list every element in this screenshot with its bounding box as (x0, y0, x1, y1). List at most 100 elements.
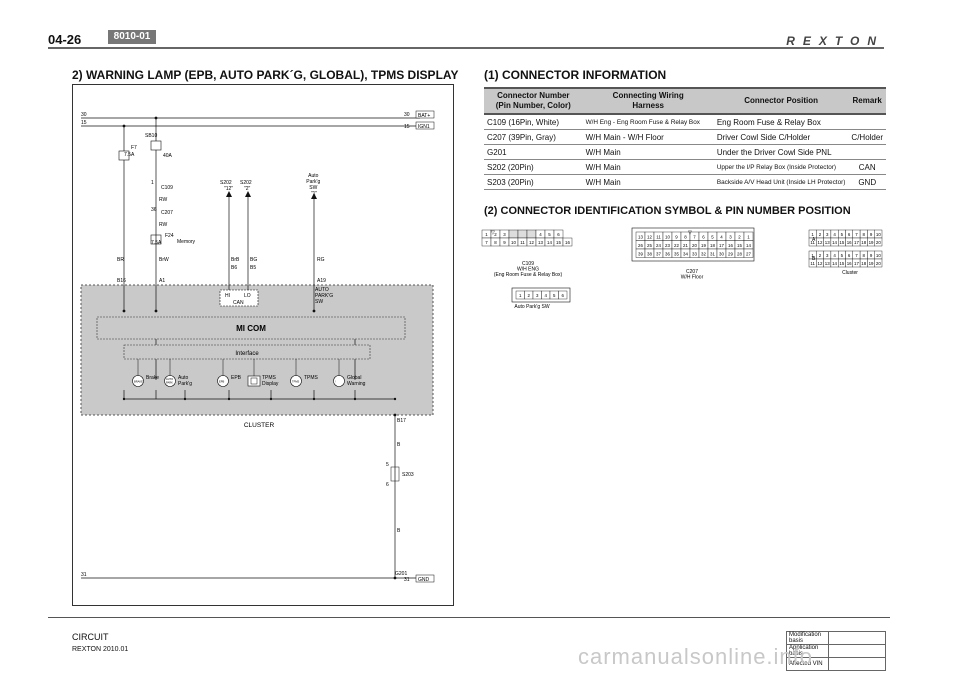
c207-pin-number: 25 (647, 243, 652, 248)
c109-pin (526, 229, 537, 239)
c207-pin-number: 34 (683, 252, 688, 257)
pin-b17: B17 (397, 418, 406, 424)
c109-pin-number: 10 (511, 240, 516, 245)
can-label: CAN (233, 300, 244, 306)
c207-pin-number: 38 (647, 252, 652, 257)
c207-pin-number: 8 (684, 235, 687, 240)
c109-pin-number: 12 (529, 240, 534, 245)
table-cell (848, 114, 886, 130)
connector-id-title: (2) CONNECTOR IDENTIFICATION SYMBOL & PI… (484, 205, 851, 217)
cluster-a-pin-number: 4 (833, 232, 836, 237)
affected-vin-value (828, 657, 886, 671)
fuse-f24-rating: 7.5A (151, 240, 162, 246)
cluster-b-pin-number: 12 (818, 261, 823, 266)
interface-block (123, 344, 371, 360)
table-cell: W/H Main (582, 174, 714, 190)
table-row: S202 (20Pin) W/H Main Upper the I/P Rela… (484, 159, 886, 175)
cluster-row-a-label: A (812, 237, 816, 243)
c207-pin-number: 32 (701, 252, 706, 257)
auto-parkg-switch-label: Auto Park'g SW "1" (306, 173, 321, 197)
cluster-b-pin-number: 2 (819, 253, 822, 258)
rail-15-label: 15 (81, 120, 87, 126)
table-cell: W/H Eng - Eng Room Fuse & Relay Box (582, 114, 714, 130)
c207-pin-number: 23 (665, 243, 670, 248)
c207-pin-number: 18 (710, 243, 715, 248)
auto-parkg-pin (558, 290, 568, 300)
table-row: S203 (20Pin) W/H Main Backside A/V Head … (484, 174, 886, 190)
auto-parkg-pin-number: 1 (519, 293, 522, 298)
table-cell: S203 (20Pin) (484, 174, 583, 190)
mi-com-block (96, 316, 406, 340)
c207-pin-number: 14 (746, 243, 751, 248)
pin-b16: B16 (117, 278, 126, 284)
c207-label: C207 (161, 210, 173, 216)
auto-parkg-pin-number: 4 (545, 293, 548, 298)
c207-pin-number: 37 (656, 252, 661, 257)
cluster-a-pin-number: 14 (832, 240, 837, 245)
rail-31-label: 31 (81, 572, 87, 578)
cluster-a-pin-number: 18 (861, 240, 866, 245)
wire-brw: BrW (159, 257, 169, 263)
pin-1-label: 1 (151, 180, 154, 186)
cluster-a-pin-number: 12 (818, 240, 823, 245)
c207-pin-number: 2 (738, 235, 741, 240)
col-connector-number: Connector Number (Pin Number, Color) (484, 87, 583, 115)
warning-lamp-label: Brake (146, 375, 159, 381)
cluster-b-pin-number: 6 (848, 253, 851, 258)
warning-lamp-label-line: TPMS (304, 375, 319, 381)
warning-lamp-label-line: Global (347, 375, 361, 381)
wire-bg: BG (250, 257, 257, 263)
cluster-a-pin-number: 5 (841, 232, 844, 237)
cluster-b-pin-number: 8 (863, 253, 866, 258)
c207-pin (743, 248, 754, 258)
wire-b-2: B (397, 528, 401, 534)
c207-pin-number: 13 (638, 235, 643, 240)
c207-pin-number: 11 (656, 235, 661, 240)
table-cell: GND (848, 174, 886, 190)
warning-lamp-icon-text-line: AUTO (166, 377, 173, 381)
c109-pin-number: 6 (557, 232, 560, 237)
col-remark: Remark (848, 87, 886, 115)
c207-key-marker: ▽ (688, 230, 692, 236)
c207-pin-number: 3 (729, 235, 732, 240)
c207-pin-number: 21 (683, 243, 688, 248)
cluster-b-pin-number: 3 (826, 253, 829, 258)
c207-pin-number: 16 (728, 243, 733, 248)
c207-pin-number: 28 (737, 252, 742, 257)
cluster-a-pin-number: 10 (876, 232, 881, 237)
header-divider (48, 47, 884, 49)
table-cell: C207 (39Pin, Gray) (484, 129, 583, 145)
cluster-a-pin-number: 8 (863, 232, 866, 237)
c207-pin-number: 22 (674, 243, 679, 248)
page-number: 04-26 (48, 32, 82, 47)
cluster-row-b-label: B (812, 256, 816, 262)
pin-36-label: 36 (151, 207, 157, 213)
cluster-a-pin (874, 237, 883, 247)
col-connector-position: Connector Position (713, 87, 849, 115)
table-cell: Upper the I/P Relay Box (Inside Protecto… (713, 159, 849, 175)
connector-info-title: (1) CONNECTOR INFORMATION (484, 68, 667, 82)
left-section-title: 2) WARNING LAMP (EPB, AUTO PARK´G, GLOBA… (72, 68, 459, 82)
cluster-b-pin-number: 17 (854, 261, 859, 266)
auto-parkg-switch-line: Park'g (306, 179, 320, 185)
warning-lamp-label-line: Brake (146, 375, 159, 381)
table-cell: W/H Main - W/H Floor (582, 129, 714, 145)
cluster-b-pin-number: 14 (832, 261, 837, 266)
c207-pin-number: 17 (719, 243, 724, 248)
c207-pin-number: 10 (665, 235, 670, 240)
c109-pin-number: 7 (485, 240, 488, 245)
warning-lamp-icon-text: ! (335, 380, 336, 384)
c109-pin-number: 5 (548, 232, 551, 237)
section-code-badge: 8010-01 (108, 30, 156, 44)
pin-a19: A19 (317, 278, 326, 284)
c207-pin-number: 5 (711, 235, 714, 240)
s203-pin-6: 6 (386, 482, 389, 488)
tpms-display-icon-inner (250, 377, 258, 385)
c207-pin-number: 6 (702, 235, 705, 240)
s202-a-pin: "12" (224, 186, 233, 192)
cluster-caption: Cluster (842, 270, 858, 276)
warning-lamp-label-line: Auto (178, 375, 189, 381)
fuse-f24-label: F24 (165, 233, 174, 239)
